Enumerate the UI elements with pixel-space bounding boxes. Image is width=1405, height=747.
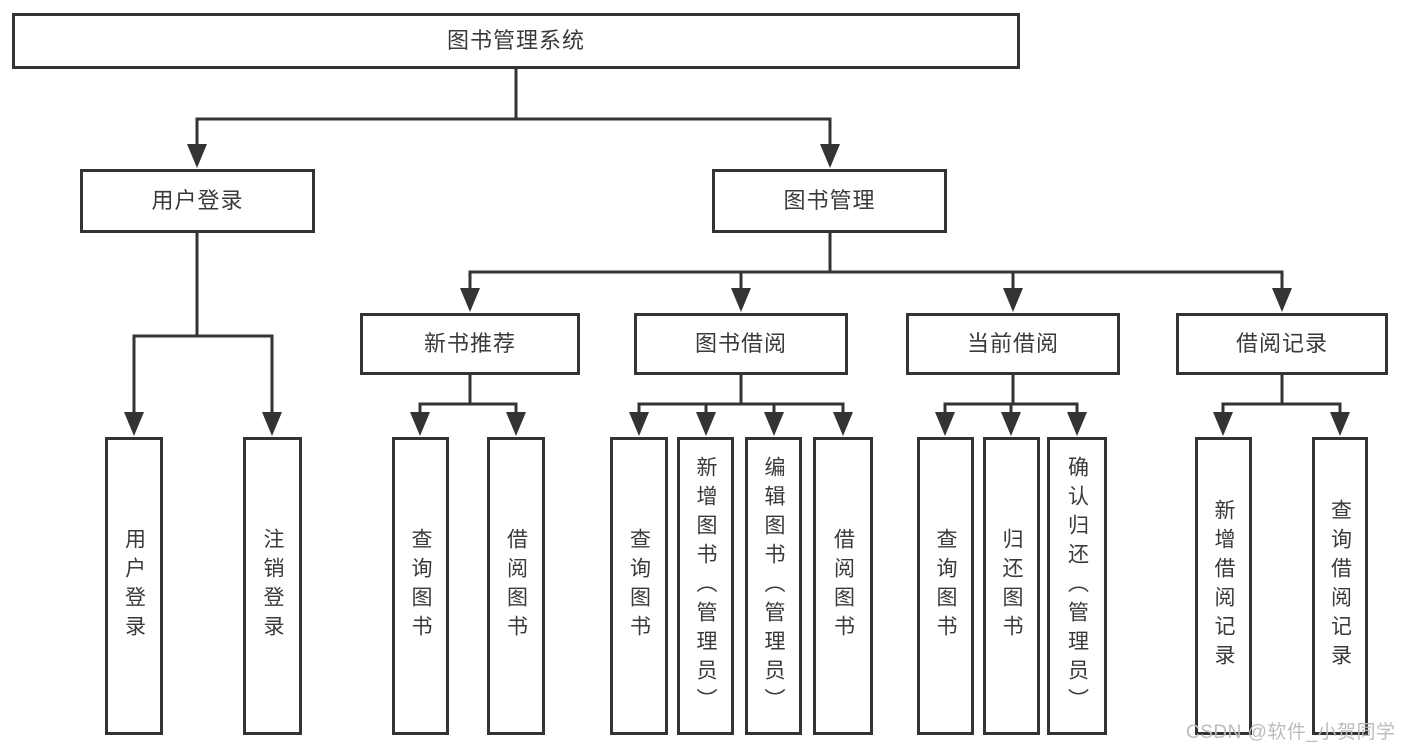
node-label: 用户登录 (122, 528, 146, 644)
connector-line (132, 233, 274, 414)
arrow-down-icon (262, 412, 282, 436)
connector-line (1221, 375, 1342, 414)
connector-line (468, 233, 1284, 290)
leaf-current-return-books: 归还图书 (983, 437, 1040, 735)
leaf-recommend-borrow-books: 借阅图书 (487, 437, 545, 735)
leaf-borrow-query-books: 查询图书 (610, 437, 668, 735)
arrow-down-icon (187, 144, 207, 168)
node-current-borrow: 当前借阅 (906, 313, 1120, 375)
node-label: 查询图书 (627, 528, 651, 644)
arrow-down-icon (1003, 288, 1023, 312)
arrow-down-icon (506, 412, 526, 436)
arrow-down-icon (764, 412, 784, 436)
arrow-down-icon (1272, 288, 1292, 312)
connector-line (418, 375, 518, 414)
arrow-down-icon (696, 412, 716, 436)
leaf-recommend-query-books: 查询图书 (392, 437, 449, 735)
arrow-down-icon (124, 412, 144, 436)
node-label: 当前借阅 (966, 331, 1059, 356)
node-label: 图书借阅 (694, 331, 787, 356)
leaf-borrow-borrow-books: 借阅图书 (813, 437, 873, 735)
connector-line (943, 375, 1079, 414)
node-label: 借阅图书 (504, 528, 528, 644)
node-label: 归还图书 (1000, 528, 1023, 644)
node-label: 编辑图书（管理员） (762, 455, 785, 717)
arrow-down-icon (460, 288, 480, 312)
node-label: 确认归还（管理员） (1065, 455, 1089, 717)
arrow-down-icon (820, 144, 840, 168)
node-label: 注销登录 (261, 528, 284, 644)
node-label: 用户登录 (151, 188, 244, 213)
arrow-down-icon (1067, 412, 1087, 436)
connector-line (637, 375, 845, 414)
arrow-down-icon (1001, 412, 1021, 436)
node-label: 借阅图书 (831, 528, 855, 644)
node-new-book-recommend: 新书推荐 (360, 313, 580, 375)
arrow-down-icon (1213, 412, 1233, 436)
node-label: 新增借阅记录 (1212, 499, 1235, 673)
arrow-down-icon (410, 412, 430, 436)
arrow-down-icon (731, 288, 751, 312)
node-label: 查询借阅记录 (1328, 499, 1352, 673)
node-label: 新书推荐 (423, 331, 516, 356)
node-book-borrow: 图书借阅 (634, 313, 848, 375)
node-label: 查询图书 (934, 528, 957, 644)
arrow-down-icon (629, 412, 649, 436)
leaf-records-add-record: 新增借阅记录 (1195, 437, 1252, 735)
arrow-down-icon (935, 412, 955, 436)
node-label: 借阅记录 (1235, 331, 1328, 356)
leaf-borrow-edit-books-admin: 编辑图书（管理员） (745, 437, 802, 735)
arrow-down-icon (1330, 412, 1350, 436)
node-borrow-records: 借阅记录 (1176, 313, 1388, 375)
leaf-current-confirm-return-admin: 确认归还（管理员） (1047, 437, 1107, 735)
node-book-management-branch: 图书管理 (712, 169, 947, 233)
csdn-watermark: CSDN @软件_小贺同学 (1186, 722, 1396, 743)
arrow-down-icon (833, 412, 853, 436)
node-user-login-branch: 用户登录 (80, 169, 315, 233)
leaf-user-login: 用户登录 (105, 437, 163, 735)
node-label: 新增图书（管理员） (694, 455, 717, 717)
node-label: 图书管理系统 (446, 28, 585, 53)
node-root-library-system: 图书管理系统 (12, 13, 1020, 69)
leaf-borrow-add-books-admin: 新增图书（管理员） (677, 437, 734, 735)
leaf-current-query-books: 查询图书 (917, 437, 974, 735)
node-label: 查询图书 (409, 528, 432, 644)
leaf-records-query-record: 查询借阅记录 (1312, 437, 1368, 735)
node-label: 图书管理 (783, 188, 876, 213)
connector-line (195, 69, 832, 146)
leaf-logout: 注销登录 (243, 437, 302, 735)
